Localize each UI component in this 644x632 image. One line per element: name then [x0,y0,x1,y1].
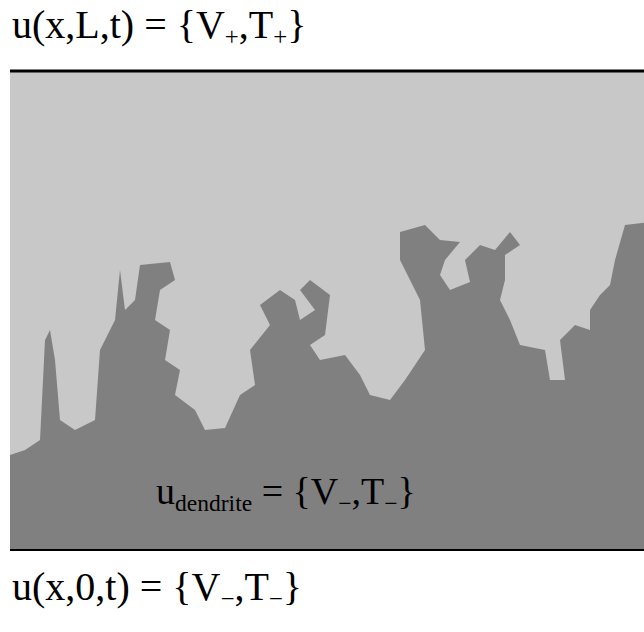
text-run: } [283,564,302,609]
subscript: − [220,585,234,612]
text-run: = {V [252,470,338,512]
text-run: } [398,470,416,512]
text-run: u(x,L,t) = {V [12,2,225,47]
liquid-region [10,71,644,550]
boundary-condition: u(x,0,t) = {V−,T−} [12,564,302,614]
bottom-boundary [10,549,644,551]
subscript: + [225,23,239,50]
subscript: − [338,490,351,516]
text-run: u [156,470,175,512]
subscript: − [269,585,283,612]
region-label: udendrite = {V−,T−} [156,470,416,517]
text-run: } [287,2,306,47]
boundary-condition: u(x,L,t) = {V+,T+} [12,2,306,52]
top-boundary [10,70,644,73]
subscript: + [273,23,287,50]
text-run: u(x,0,t) = {V [12,564,220,609]
dendrite-region: udendrite = {V−,T−} [10,72,644,549]
dendrite-shape [10,222,644,549]
subscript: − [384,490,397,516]
subscript: dendrite [175,490,252,516]
text-run: ,T [234,564,268,609]
text-run: ,T [239,2,273,47]
text-run: ,T [352,470,385,512]
